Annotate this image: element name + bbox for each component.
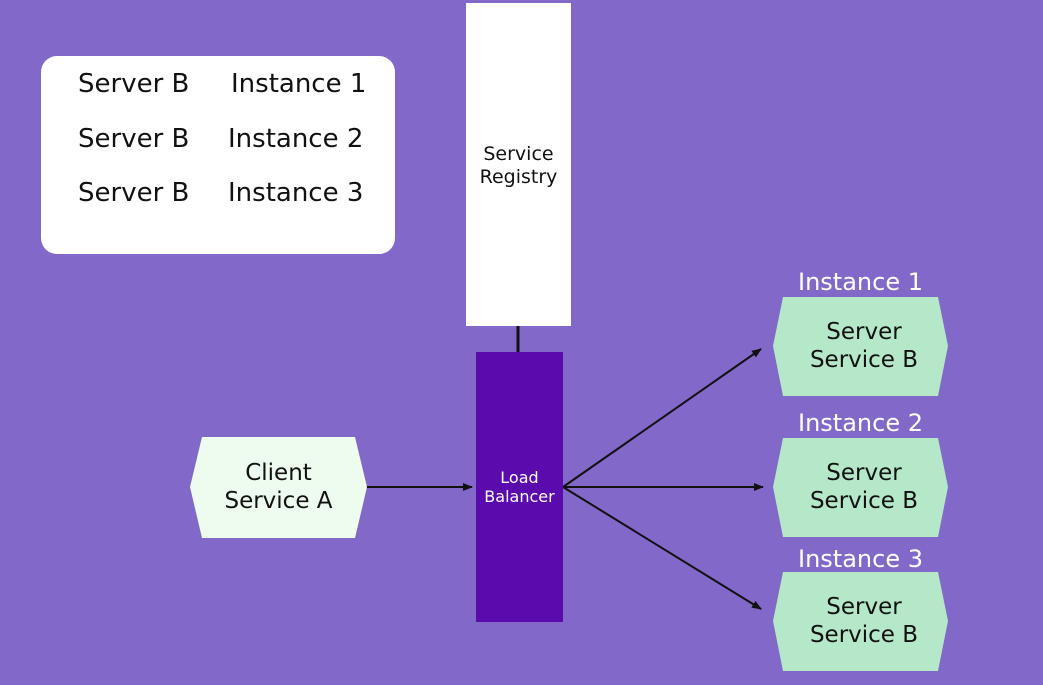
client-label: Client Service A: [190, 459, 367, 515]
balancer-to-instance-3-arrow: [562, 486, 762, 610]
load-balancer-label-line2: Balancer: [484, 487, 555, 507]
instance-3-label: Server Service B: [773, 593, 955, 649]
instance-2-label-line1: Server: [826, 460, 902, 486]
client-hexagon: [190, 437, 367, 538]
instance-2-label: Server Service B: [773, 459, 955, 515]
service-registry-label: Service Registry: [466, 143, 571, 189]
registry-row: Server B Instance 2: [41, 119, 395, 159]
load-balancer-box: Load Balancer: [476, 352, 563, 622]
service-registry-label-line2: Registry: [479, 165, 558, 188]
client-label-line1: Client: [245, 460, 312, 486]
instance-3-title: Instance 3: [798, 545, 923, 573]
registry-row: Server B Instance 3: [41, 173, 395, 213]
balancer-to-instance-1-arrow: [562, 348, 762, 488]
registry-row-instance: Instance 2: [228, 124, 364, 154]
service-registry-label-line1: Service: [483, 143, 554, 165]
instance-3-hexagon: [773, 572, 948, 671]
service-registry-box: Service Registry: [466, 3, 571, 326]
instance-2-label-line2: Service B: [809, 488, 919, 514]
registry-row-server: Server B: [78, 178, 190, 208]
registry-row-instance: Instance 3: [228, 178, 364, 208]
instance-2-hexagon: [773, 438, 948, 537]
instance-1-label-line1: Server: [826, 319, 902, 345]
instance-1-label-line2: Service B: [809, 347, 919, 373]
registry-table: Server B Instance 1 Server B Instance 2 …: [41, 56, 395, 254]
registry-row-server: Server B: [78, 69, 190, 99]
client-label-line2: Service A: [224, 488, 333, 514]
registry-row-server: Server B: [78, 124, 190, 154]
registry-row-instance: Instance 1: [231, 69, 367, 99]
load-balancer-label: Load Balancer: [476, 468, 563, 506]
instance-2-title: Instance 2: [798, 409, 923, 437]
instance-3-label-line2: Service B: [809, 622, 919, 648]
load-balancer-label-line1: Load: [500, 468, 539, 487]
instance-3-label-line1: Server: [826, 594, 902, 620]
instance-1-label: Server Service B: [773, 318, 955, 374]
instance-1-hexagon: [773, 297, 948, 396]
registry-row: Server B Instance 1: [41, 64, 395, 104]
instance-1-title: Instance 1: [798, 268, 923, 296]
